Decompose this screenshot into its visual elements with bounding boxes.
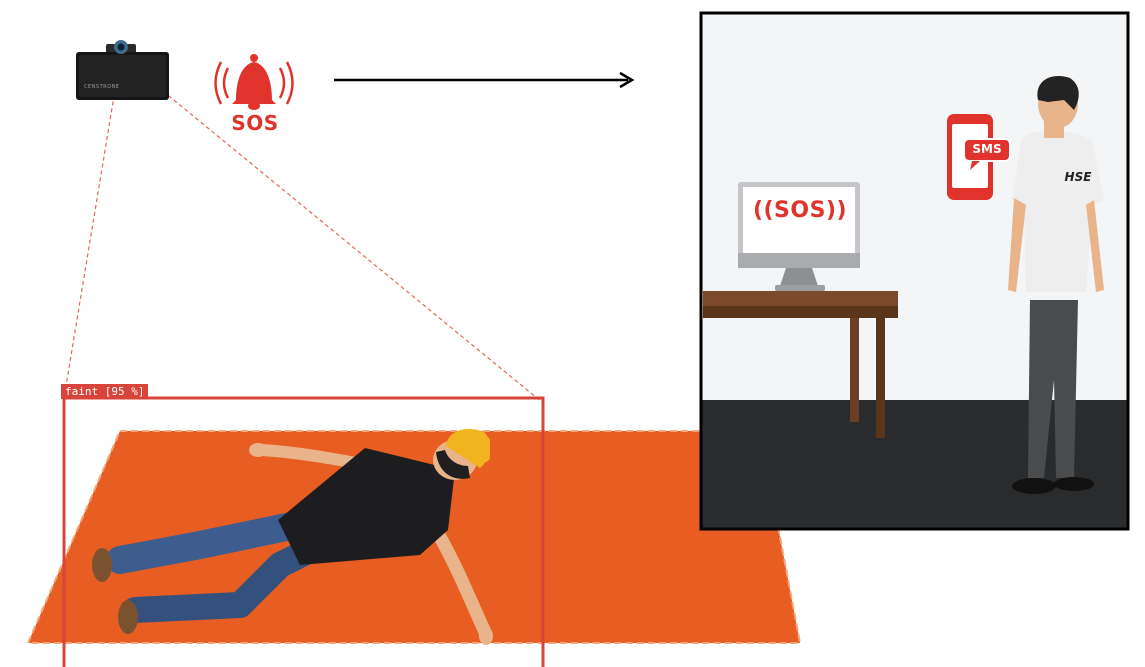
camera-view-line-right [125,60,543,403]
control-room-panel [701,13,1128,529]
detection-label: faint [95 %] [61,384,148,399]
monitor-sos-text: ((SOS)) [742,198,858,223]
alarm-bell-icon [216,54,293,110]
cctv-camera-icon [76,40,169,100]
sos-alarm-text: SOS [225,111,285,135]
arrow-right-icon [334,73,632,87]
camera-brand-text: CENSTRONE [84,84,119,90]
hse-shirt-text: HSE [1053,170,1103,184]
phone-sms-text: SMS [964,140,1010,158]
camera-view-line-left [64,60,120,398]
